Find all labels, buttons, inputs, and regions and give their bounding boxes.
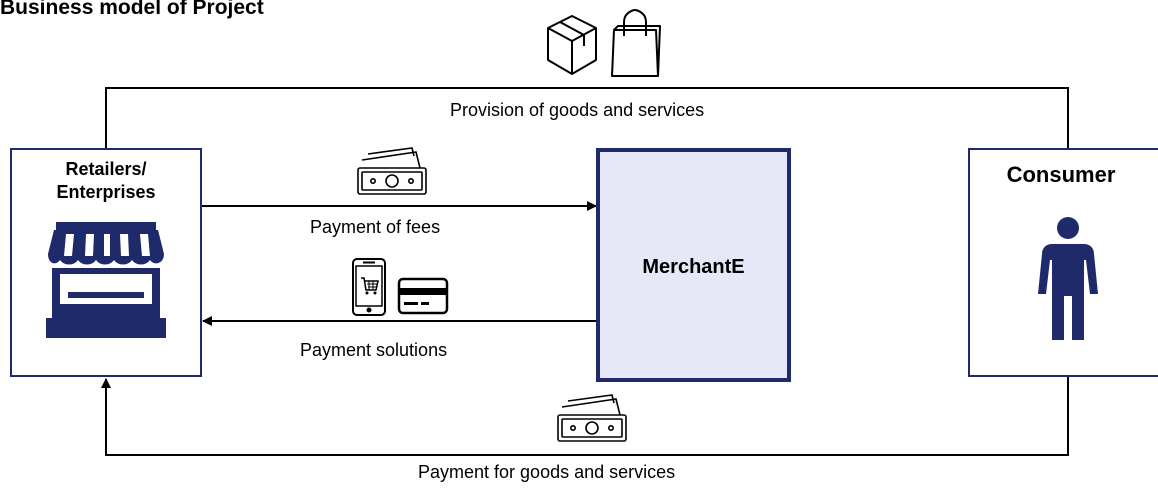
fees-label: Payment of fees xyxy=(310,217,441,237)
shopping-bag-icon xyxy=(611,9,661,77)
retailers-label-line2: Enterprises xyxy=(56,182,156,202)
banknote-icon xyxy=(357,147,427,195)
mobile-cart-icon xyxy=(352,258,386,316)
merchant-label: MerchantE xyxy=(642,256,745,278)
provision-arrow xyxy=(105,87,1073,165)
page-title: Business model of Project xyxy=(0,0,264,19)
payment-goods-arrow xyxy=(101,377,1069,456)
merchant-node: MerchantE xyxy=(596,148,791,382)
provision-label: Provision of goods and services xyxy=(450,100,705,120)
banknote-icon xyxy=(557,394,627,442)
package-icon xyxy=(547,15,597,75)
person-icon xyxy=(1038,217,1098,340)
retailers-label: Retailers/ Enterprises xyxy=(12,158,200,204)
payment-goods-label: Payment for goods and services xyxy=(418,462,676,482)
storefront-icon xyxy=(46,222,166,338)
credit-card-icon xyxy=(397,277,449,315)
retailers-label-line1: Retailers/ xyxy=(65,159,147,179)
consumer-label: Consumer xyxy=(1006,162,1116,187)
solutions-label: Payment solutions xyxy=(300,340,448,360)
consumer-node: Consumer xyxy=(968,148,1158,377)
retailers-node: Retailers/ Enterprises xyxy=(10,148,202,377)
